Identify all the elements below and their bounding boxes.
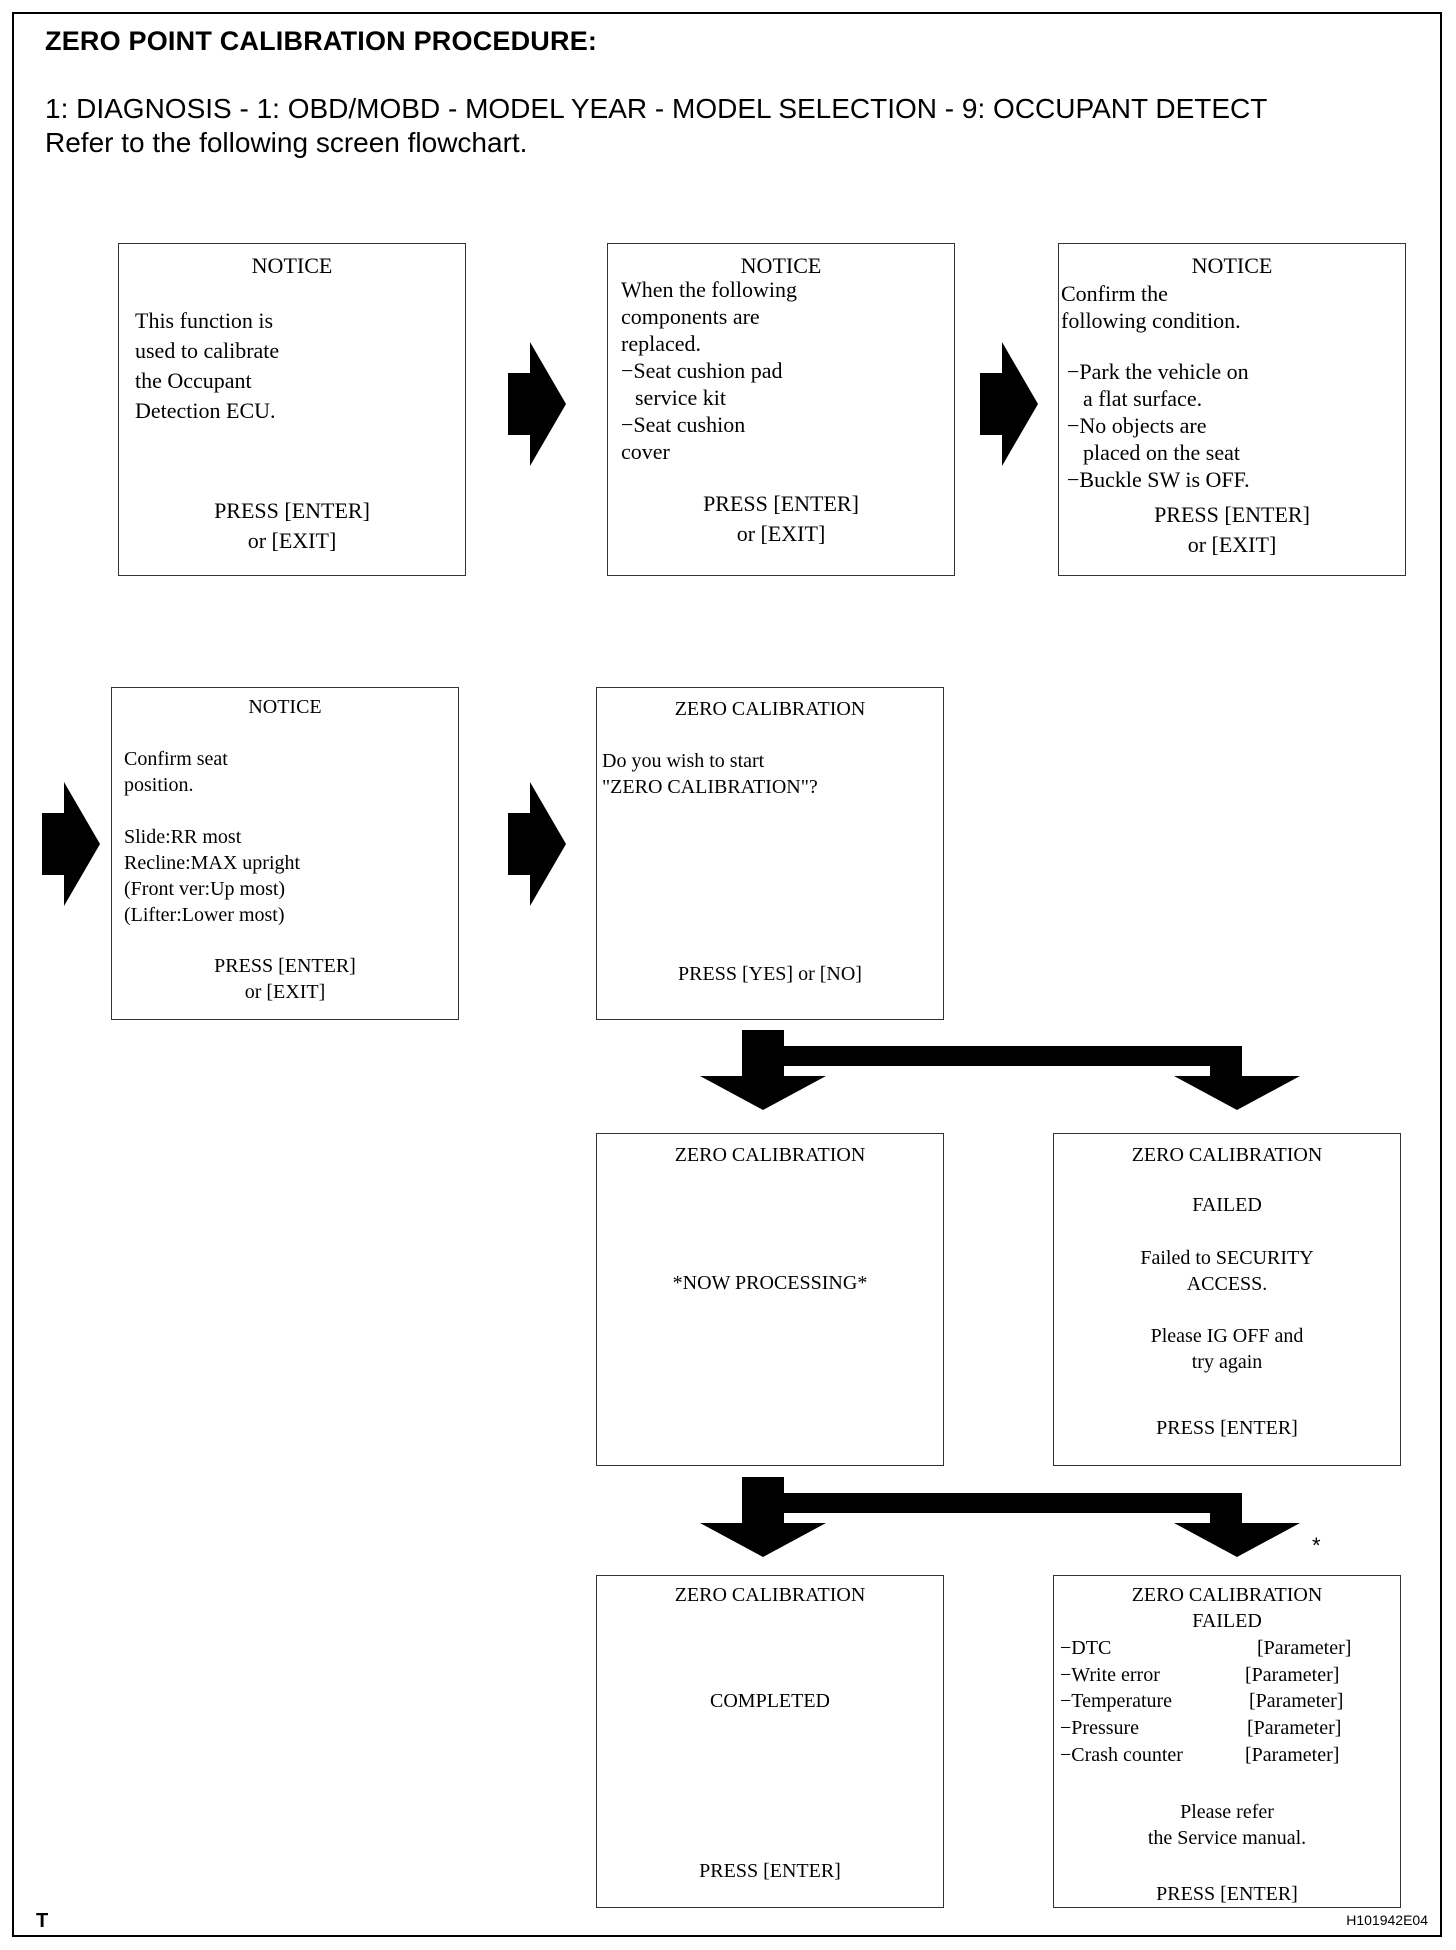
body-line: service kit xyxy=(635,385,727,410)
body-line: −Buckle SW is OFF. xyxy=(1067,467,1250,492)
body-line: "ZERO CALIBRATION"? xyxy=(602,776,818,798)
body-line: cover xyxy=(621,439,670,464)
screen-zero-calibration-failed-security: ZERO CALIBRATION FAILED Failed to SECURI… xyxy=(1053,1133,1401,1466)
parameter-label: −Crash counter xyxy=(1060,1743,1183,1766)
screen-body: Do you wish to start "ZERO CALIBRATION"? xyxy=(602,748,818,800)
body-line: Slide:RR most xyxy=(124,826,242,848)
screen-body: Confirm seat position. Slide:RR most Rec… xyxy=(124,746,300,928)
body-line: components are xyxy=(621,304,760,329)
screen-notice-components: NOTICE When the following components are… xyxy=(607,243,955,576)
body-line: Confirm seat xyxy=(124,748,228,770)
page-frame xyxy=(12,12,1442,1937)
press-instruction: PRESS [ENTER] xyxy=(1156,1417,1298,1439)
press-instruction: PRESS [ENTER] xyxy=(699,1860,841,1882)
footnote-mark: * xyxy=(1312,1533,1321,1558)
body-line: −No objects are xyxy=(1067,413,1207,438)
parameter-label: −Temperature xyxy=(1060,1690,1173,1713)
press-instruction: PRESS [ENTER] xyxy=(1154,502,1310,527)
branch-arrows-1 xyxy=(700,1030,1300,1110)
arrow-right-3 xyxy=(42,782,100,906)
screen-notice-function: NOTICE This function is used to calibrat… xyxy=(118,243,466,576)
page-title: ZERO POINT CALIBRATION PROCEDURE: xyxy=(45,26,598,56)
body-line: Failed to SECURITY xyxy=(1140,1247,1314,1269)
screen-title: ZERO CALIBRATION xyxy=(674,1144,866,1166)
parameter-values: [Parameter] [Parameter] [Parameter] [Par… xyxy=(1245,1635,1351,1769)
instruction-text: Refer to the following screen flowchart. xyxy=(45,127,528,158)
screen-title: NOTICE xyxy=(248,696,322,718)
screen-zero-calibration-start: ZERO CALIBRATION Do you wish to start "Z… xyxy=(596,687,944,1020)
parameter-value: [Parameter] xyxy=(1245,1743,1340,1766)
body-line: Please IG OFF and xyxy=(1150,1325,1304,1347)
body-line: (Front ver:Up most) xyxy=(124,878,286,900)
body-line: the Occupant xyxy=(135,368,252,393)
body-line: a flat surface. xyxy=(1083,386,1203,411)
press-instruction: PRESS [YES] or [NO] xyxy=(678,963,862,985)
screen-title: NOTICE xyxy=(251,253,333,278)
figure-id: H101942E04 xyxy=(1346,1912,1428,1928)
parameter-label: −Write error xyxy=(1060,1663,1160,1686)
parameter-label: −Pressure xyxy=(1060,1717,1140,1740)
body-line: try again xyxy=(1191,1351,1263,1373)
screen-title: ZERO CALIBRATION xyxy=(1131,1144,1323,1166)
body-line: following condition. xyxy=(1061,308,1241,333)
parameter-value: [Parameter] xyxy=(1247,1717,1342,1740)
screen-body: This function is used to calibrate the O… xyxy=(135,306,279,426)
screen-title: NOTICE xyxy=(740,253,822,278)
body-line: Confirm the xyxy=(1061,281,1168,306)
screen-notice-condition: NOTICE Confirm the following condition. … xyxy=(1058,243,1406,576)
body-line: When the following xyxy=(621,277,797,302)
body-line: Detection ECU. xyxy=(135,398,276,423)
body-line: Do you wish to start xyxy=(602,750,765,772)
body-line: used to calibrate xyxy=(135,338,280,363)
note-line: Please refer xyxy=(1180,1801,1274,1823)
body-line: replaced. xyxy=(621,331,701,356)
arrow-right-1 xyxy=(508,342,566,466)
body-line: This function is xyxy=(135,308,274,333)
screen-title: ZERO CALIBRATION xyxy=(1131,1584,1323,1606)
body-line: placed on the seat xyxy=(1083,440,1240,465)
screen-zero-calibration-processing: ZERO CALIBRATION *NOW PROCESSING* xyxy=(596,1133,944,1466)
screen-body: Confirm the following condition. −Park t… xyxy=(1061,280,1250,493)
arrow-right-2 xyxy=(980,342,1038,466)
press-instruction-alt: or [EXIT] xyxy=(1187,532,1277,557)
screen-title: ZERO CALIBRATION xyxy=(674,698,866,720)
status-text: COMPLETED xyxy=(710,1690,830,1712)
press-instruction-alt: or [EXIT] xyxy=(247,528,337,553)
press-instruction: PRESS [ENTER] xyxy=(1156,1883,1298,1905)
screen-title: ZERO CALIBRATION xyxy=(674,1584,866,1606)
body-line: Recline:MAX upright xyxy=(124,852,301,874)
body-line: −Seat cushion pad xyxy=(621,358,783,383)
status-text: FAILED xyxy=(1192,1194,1262,1216)
parameter-value: [Parameter] xyxy=(1245,1663,1340,1686)
note-line: the Service manual. xyxy=(1147,1827,1307,1849)
status-text: *NOW PROCESSING* xyxy=(672,1272,868,1294)
screen-title: NOTICE xyxy=(1191,253,1273,278)
status-text: FAILED xyxy=(1192,1610,1262,1632)
screen-zero-calibration-completed: ZERO CALIBRATION COMPLETED PRESS [ENTER] xyxy=(596,1575,944,1908)
screen-zero-calibration-failed-parameters: ZERO CALIBRATION FAILED −DTC −Write erro… xyxy=(1053,1575,1401,1908)
parameter-value: [Parameter] xyxy=(1249,1690,1344,1713)
menu-path: 1: DIAGNOSIS - 1: OBD/MOBD - MODEL YEAR … xyxy=(45,93,1268,124)
branch-arrows-2 xyxy=(700,1477,1300,1557)
body-line: position. xyxy=(124,774,194,796)
screen-notice-seat-position: NOTICE Confirm seat position. Slide:RR m… xyxy=(111,687,459,1020)
press-instruction: PRESS [ENTER] xyxy=(703,491,859,516)
body-line: ACCESS. xyxy=(1186,1273,1268,1295)
body-line: (Lifter:Lower most) xyxy=(124,904,285,926)
parameter-label: −DTC xyxy=(1060,1637,1112,1659)
press-instruction-alt: or [EXIT] xyxy=(244,981,326,1003)
parameter-value: [Parameter] xyxy=(1257,1637,1352,1659)
arrow-right-4 xyxy=(508,782,566,906)
press-instruction: PRESS [ENTER] xyxy=(214,498,370,523)
press-instruction-alt: or [EXIT] xyxy=(736,521,826,546)
screen-body: When the following components are replac… xyxy=(621,276,797,465)
parameter-labels: −DTC −Write error −Temperature −Pressure… xyxy=(1060,1635,1183,1769)
body-line: −Seat cushion xyxy=(621,412,746,437)
press-instruction: PRESS [ENTER] xyxy=(214,955,356,977)
body-line: −Park the vehicle on xyxy=(1067,359,1249,384)
footer-letter: T xyxy=(36,1910,49,1932)
